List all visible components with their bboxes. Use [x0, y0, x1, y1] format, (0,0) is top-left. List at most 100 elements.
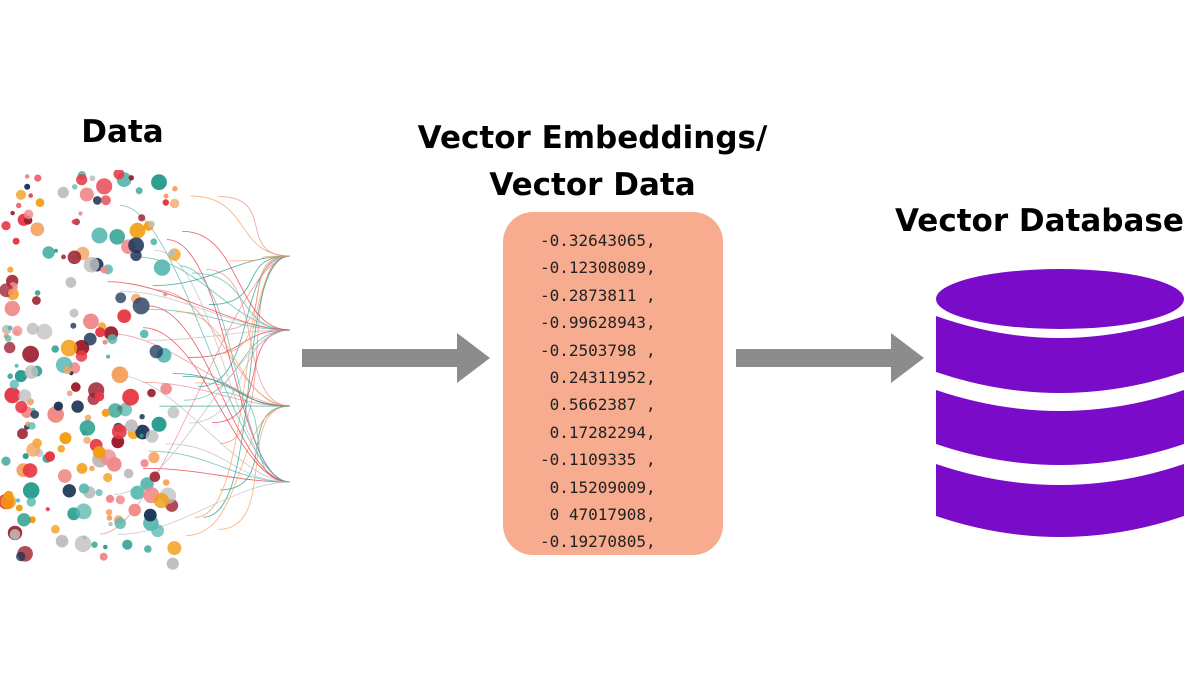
data-dot [15, 189, 27, 200]
data-dot [135, 187, 143, 195]
data-dot [153, 259, 171, 276]
data-dot [30, 222, 45, 237]
data-dot [15, 498, 21, 503]
network-curve [154, 249, 291, 483]
network-curve [142, 327, 291, 483]
data-dot [139, 414, 145, 420]
data-dot [72, 184, 78, 190]
data-dot [118, 424, 126, 433]
network-curve [206, 268, 291, 407]
vector-value: 0.17282294, [540, 422, 656, 442]
data-dot [153, 492, 170, 509]
data-dot [123, 468, 134, 479]
network-curve [222, 255, 291, 331]
data-dot [75, 503, 92, 520]
network-curve [99, 255, 291, 535]
data-dot [113, 170, 125, 180]
data-dot [12, 325, 23, 337]
data-dot [16, 202, 22, 209]
data-dot [124, 419, 138, 433]
data-dot [92, 446, 106, 459]
data-dot [15, 504, 23, 512]
data-dot [100, 266, 108, 274]
data-dot [34, 290, 41, 296]
data-dot [24, 183, 31, 190]
data-dot [7, 288, 17, 298]
data-dot [35, 198, 45, 208]
data-dot [51, 345, 59, 353]
data-dot [94, 391, 105, 402]
data-dot [75, 350, 88, 362]
data-dot [84, 414, 92, 422]
scattered-dots-network-icon [0, 170, 291, 570]
data-dot [168, 249, 176, 257]
data-dot [166, 557, 179, 570]
network-curve [147, 329, 291, 341]
network-curve [221, 391, 291, 483]
data-dot [23, 209, 34, 220]
data-dot [10, 210, 15, 216]
network-curve [107, 281, 291, 331]
network-curve [152, 255, 291, 287]
data-dot [28, 516, 36, 524]
data-dot [167, 406, 180, 419]
embeddings-title-line1: Vector Embeddings/ [417, 120, 768, 156]
data-dot [115, 495, 125, 505]
data-dot [79, 420, 96, 436]
data-dot [149, 471, 161, 483]
network-curve [218, 405, 291, 530]
data-dot [172, 186, 178, 192]
data-dot [59, 432, 72, 445]
database-cylinder-icon [936, 269, 1184, 537]
data-dot [163, 292, 168, 297]
data-dot [66, 390, 73, 397]
data-dot [122, 539, 133, 550]
vector-value: 0 47017908, [540, 505, 656, 525]
data-dot [65, 277, 77, 288]
data-dot [76, 463, 88, 474]
data-dot [151, 174, 167, 191]
data-dot [151, 416, 167, 432]
data-dot [147, 388, 156, 398]
data-dot [45, 507, 50, 512]
data-dot [102, 339, 108, 345]
database-bottom-band [936, 464, 1184, 537]
network-curve [166, 239, 291, 483]
data-dot [103, 472, 113, 483]
data-dot [79, 187, 94, 202]
data-dot [4, 300, 20, 317]
data-dot [139, 433, 144, 438]
data-dot [83, 256, 100, 273]
data-dot [117, 309, 131, 323]
data-dot [108, 403, 123, 418]
data-dot [101, 408, 110, 417]
network-curve [115, 374, 291, 483]
data-dot [14, 363, 19, 368]
network-curve [190, 195, 291, 257]
data-dot [70, 322, 77, 329]
data-dot [111, 366, 129, 384]
data-dot [130, 485, 145, 500]
data-dot [122, 388, 139, 406]
data-dot [51, 524, 60, 534]
data-dot [26, 442, 41, 457]
data-dot [95, 489, 103, 497]
data-dot [139, 329, 149, 339]
vector-value: 0.5662387 , [540, 395, 656, 415]
network-curve [208, 255, 291, 306]
data-dot [108, 521, 113, 527]
data-dot [26, 322, 39, 335]
data-dot [17, 513, 31, 527]
data-dot [151, 524, 165, 538]
data-dot [106, 354, 111, 359]
data-dot [83, 436, 91, 444]
data-dot [57, 469, 72, 483]
data-dot [1, 456, 11, 466]
data-dot [129, 222, 146, 239]
data-dot [24, 174, 30, 179]
data-dot [28, 193, 33, 198]
data-dot [30, 410, 40, 419]
data-dot [138, 214, 146, 222]
data-dot [61, 254, 66, 260]
right-arrow-icon [736, 333, 924, 383]
